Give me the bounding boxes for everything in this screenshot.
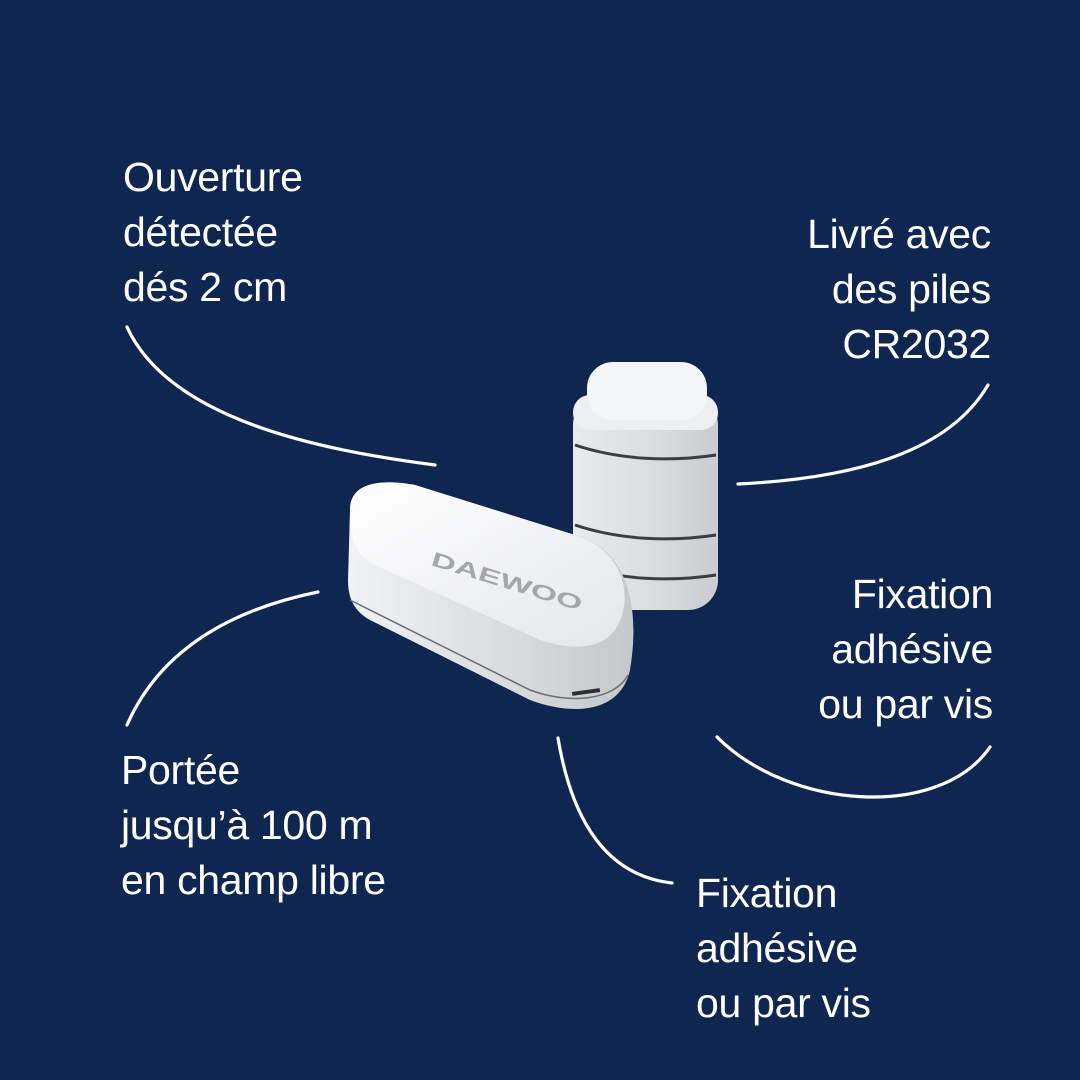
callout-line: détectée: [123, 209, 278, 255]
callout-line: dés 2 cm: [123, 264, 287, 310]
callout-line: Portée: [121, 747, 240, 793]
callout-line: jusqu’à 100 m: [121, 802, 373, 848]
connector-fixing-right: [715, 735, 992, 799]
callout-line: ou par vis: [696, 980, 871, 1026]
connector-fixing-bottom: [556, 736, 674, 885]
callout-fixing-right: Fixation adhésive ou par vis: [818, 567, 993, 732]
sensor-unit: DAEWOO: [348, 482, 634, 709]
callout-line: ou par vis: [818, 681, 993, 727]
callout-line: Fixation: [851, 571, 993, 617]
callout-range: Portée jusqu’à 100 m en champ libre: [121, 743, 386, 908]
connector-opening: [125, 325, 437, 467]
callout-line: des piles: [831, 266, 991, 312]
callout-opening-detection: Ouverture détectée dés 2 cm: [123, 150, 303, 315]
callout-line: Fixation: [696, 870, 838, 916]
callout-line: adhésive: [696, 925, 858, 971]
callout-line: CR2032: [842, 321, 991, 367]
callout-line: en champ libre: [121, 857, 386, 903]
product-sensor-image: DAEWOO: [348, 362, 718, 709]
connector-range: [125, 590, 320, 727]
callout-line: adhésive: [831, 626, 993, 672]
connector-battery: [736, 383, 990, 486]
callout-batteries: Livré avec des piles CR2032: [807, 207, 991, 372]
callout-fixing-bottom: Fixation adhésive ou par vis: [696, 866, 871, 1031]
callout-line: Livré avec: [807, 211, 991, 257]
callout-line: Ouverture: [123, 154, 303, 200]
